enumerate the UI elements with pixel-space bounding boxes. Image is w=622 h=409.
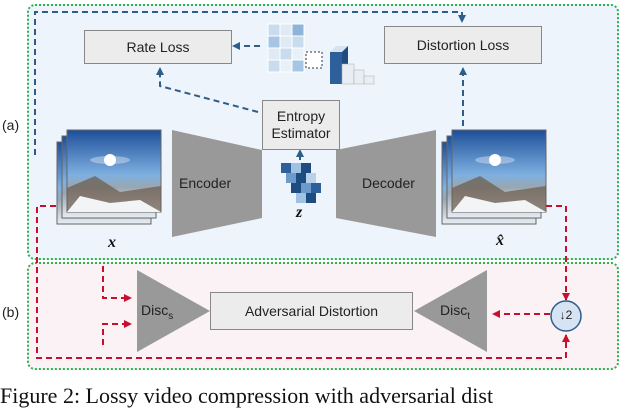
disc-t-triangle xyxy=(414,270,487,352)
arrow-xhat-to-down2 xyxy=(546,205,570,301)
arrow-to-discs-top xyxy=(102,266,132,302)
input-frames xyxy=(56,129,162,225)
rate-loss-box: Rate Loss xyxy=(84,30,232,64)
arrow-to-discs-bottom xyxy=(102,320,132,345)
disc-s-triangle xyxy=(137,270,210,352)
disc-s-label: Discs xyxy=(141,302,174,322)
panel-b-label: (b) xyxy=(2,304,20,320)
x-label: x xyxy=(108,234,116,251)
arrow-x-to-distortion xyxy=(34,11,466,155)
output-frames xyxy=(441,129,547,225)
probability-grid xyxy=(267,23,323,73)
downsample-circle xyxy=(550,300,582,332)
adversarial-distortion-box: Adversarial Distortion xyxy=(210,292,413,330)
arrow-x-to-down2 xyxy=(36,205,570,359)
bar-histogram xyxy=(330,46,375,85)
encoder-block xyxy=(172,130,262,237)
latent-grid xyxy=(281,163,321,203)
decoder-block xyxy=(336,130,436,237)
encoder-label: Encoder xyxy=(179,175,232,191)
x-hat-label: x̂ xyxy=(496,232,504,249)
entropy-estimator-box: Entropy Estimator xyxy=(262,100,340,150)
downsample-label: ↓2 xyxy=(559,308,573,322)
disc-t-label: Disct xyxy=(440,302,471,322)
panel-a-label: (a) xyxy=(2,117,20,133)
arrow-entropy-to-rate xyxy=(156,67,259,113)
decoder-label: Decoder xyxy=(362,175,415,191)
distortion-loss-box: Distortion Loss xyxy=(384,26,542,64)
z-label: z xyxy=(296,204,303,221)
figure-caption: Figure 2: Lossy video compression with a… xyxy=(0,383,494,408)
